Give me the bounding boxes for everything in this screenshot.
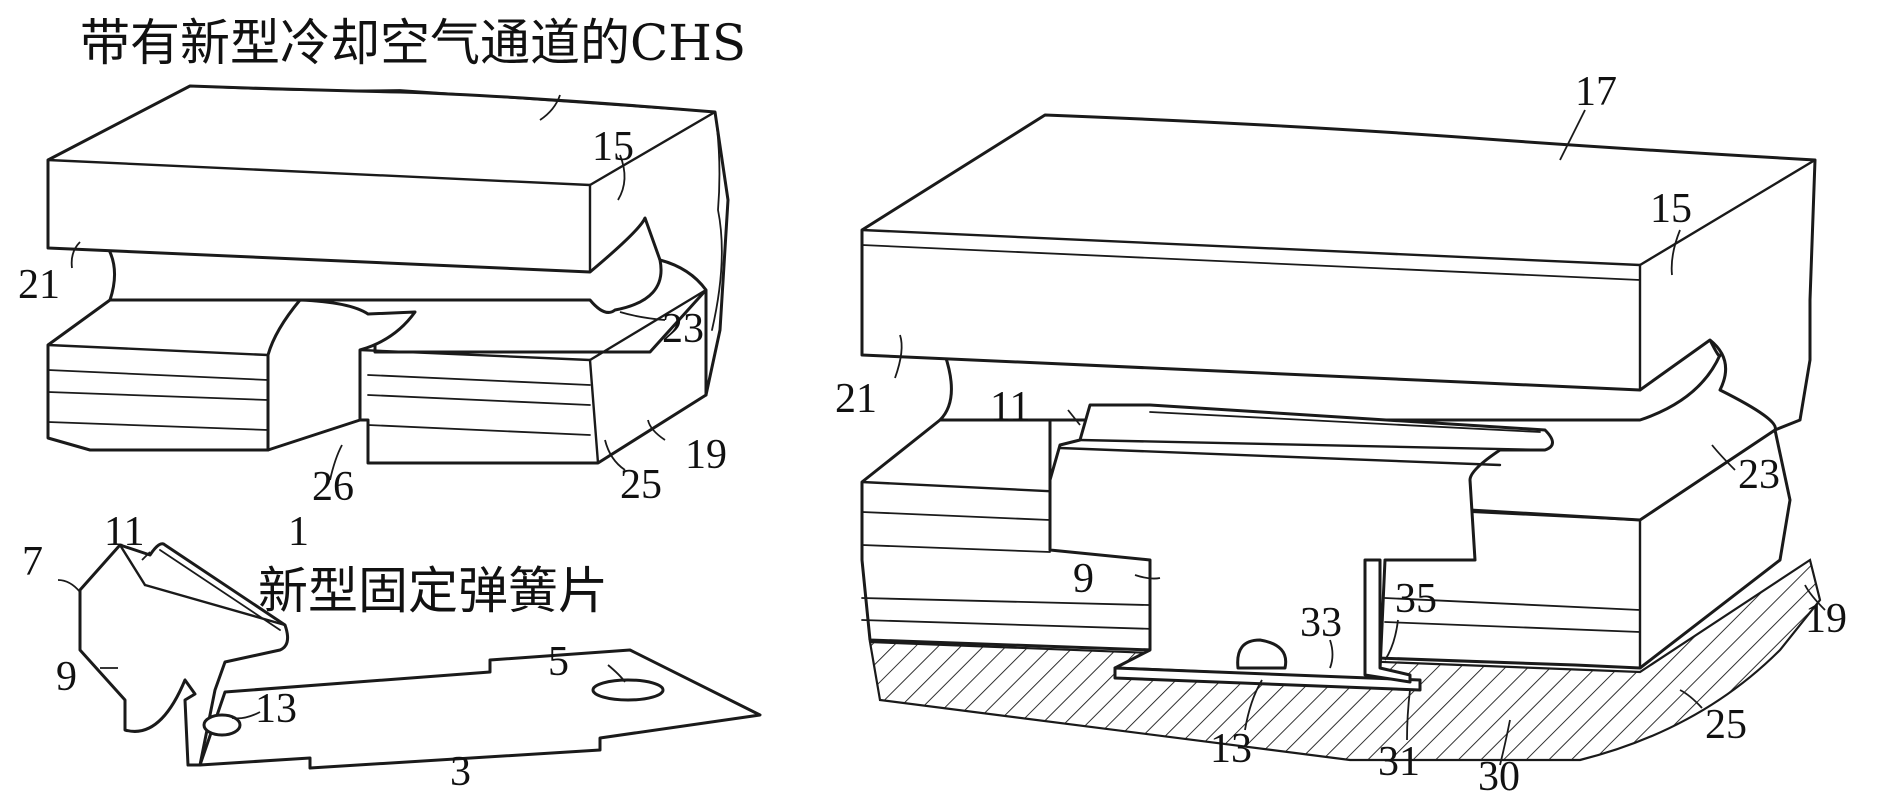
right-leaders [894,109,1826,766]
clip-tab-13 [1236,638,1288,670]
label-9-right: 9 [1073,556,1094,602]
label-26-left: 26 [312,464,354,510]
hole-5 [591,678,665,702]
label-3-spring: 3 [450,749,471,795]
label-5-spring: 5 [548,639,569,685]
label-21-left: 21 [18,262,60,308]
label-9-spring: 9 [56,654,77,700]
label-23-right: 23 [1738,452,1780,498]
label-21-right: 21 [835,376,877,422]
spring-leaders [57,551,626,720]
label-13-right: 13 [1210,726,1252,772]
label-25-right: 25 [1705,702,1747,748]
label-23-left: 23 [662,306,704,352]
label-19-right: 19 [1805,596,1847,642]
label-11-right: 11 [990,384,1030,430]
label-15-right: 15 [1650,186,1692,232]
label-33-right: 33 [1300,600,1342,646]
clip-body-9 [78,542,290,767]
chs-block-left [46,84,730,465]
left-title: 带有新型冷却空气通道的CHS [80,14,746,72]
label-15-left: 15 [592,124,634,170]
left-leaders [70,94,666,481]
tab-13-hole [202,713,242,737]
spring-clip [78,542,762,770]
top-slab-right [860,113,1817,432]
label-17-right: 17 [1575,69,1617,115]
label-11-spring: 11 [104,509,144,555]
label-25-left: 25 [620,462,662,508]
label-30-right: 30 [1478,754,1520,800]
notch-26-left [266,298,417,452]
label-1-spring: 1 [288,509,309,555]
clip-leg-35 [1363,558,1412,684]
label-19-left: 19 [685,432,727,478]
base-plate-30 [868,558,1822,762]
label-31-right: 31 [1378,739,1420,785]
spring-title: 新型固定弹簧片 [258,562,608,620]
label-13-spring: 13 [255,686,297,732]
label-7-spring: 7 [22,539,43,585]
label-35-right: 35 [1395,576,1437,622]
clip-foot-31 [1113,666,1422,692]
chs-assembly-right [860,113,1822,762]
